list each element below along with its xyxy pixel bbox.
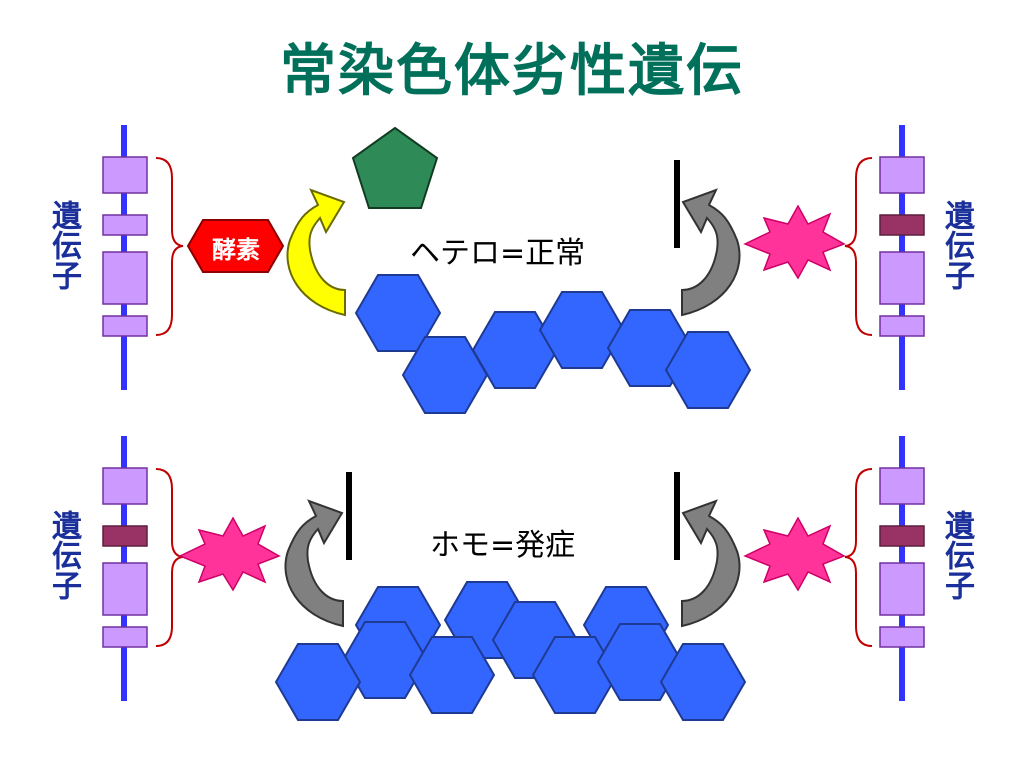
conversion-arrow-blocked <box>284 499 344 628</box>
gene-segment-mutant <box>879 214 925 236</box>
mutation-starburst-icon <box>743 516 846 592</box>
conversion-arrow-active <box>286 188 346 317</box>
gene-segment <box>102 156 148 194</box>
gene-segment <box>879 315 925 337</box>
brace-top-right <box>844 157 873 336</box>
gene-segment <box>102 467 148 505</box>
block-bar <box>674 160 680 248</box>
conversion-arrow-blocked <box>681 499 741 628</box>
product-pentagon <box>351 126 439 209</box>
chromosome-bottom-right <box>879 436 925 701</box>
brace-bottom-left <box>155 468 184 647</box>
gene-segment-mutant <box>879 525 925 547</box>
mutation-starburst-icon <box>743 204 846 280</box>
conversion-arrow-blocked <box>681 188 741 317</box>
slide-title: 常染色体劣性遺伝 <box>280 39 744 104</box>
gene-segment <box>102 251 148 305</box>
gene-segment-mutant <box>102 525 148 547</box>
enzyme-tag <box>186 219 285 273</box>
chromosome-top-left <box>102 125 148 390</box>
gene-segment <box>879 251 925 305</box>
gene-segment <box>102 315 148 337</box>
panel-caption-heterozygous: ヘテロ=正常 <box>410 236 586 271</box>
brace-bottom-right <box>844 468 873 647</box>
substrate-cluster-bottom <box>275 581 746 721</box>
gene-segment <box>879 467 925 505</box>
gene-label-bottom-left: 遺伝子 <box>46 510 81 600</box>
gene-segment <box>102 626 148 648</box>
panel-caption-homozygous: ホモ=発症 <box>430 528 576 563</box>
gene-label-top-right: 遺伝子 <box>939 200 974 290</box>
gene-segment <box>102 214 148 236</box>
gene-segment <box>879 562 925 616</box>
gene-label-top-left: 遺伝子 <box>46 200 81 290</box>
chromosome-top-right <box>879 125 925 390</box>
gene-label-bottom-right: 遺伝子 <box>939 510 974 600</box>
gene-segment <box>879 156 925 194</box>
enzyme-label: 酵素 <box>212 236 260 264</box>
gene-segment <box>102 562 148 616</box>
brace-top-left <box>155 157 184 336</box>
block-bar <box>346 472 352 560</box>
block-bar <box>674 472 680 560</box>
chromosome-bottom-left <box>102 436 148 701</box>
gene-segment <box>879 626 925 648</box>
mutation-starburst-icon <box>178 516 281 592</box>
